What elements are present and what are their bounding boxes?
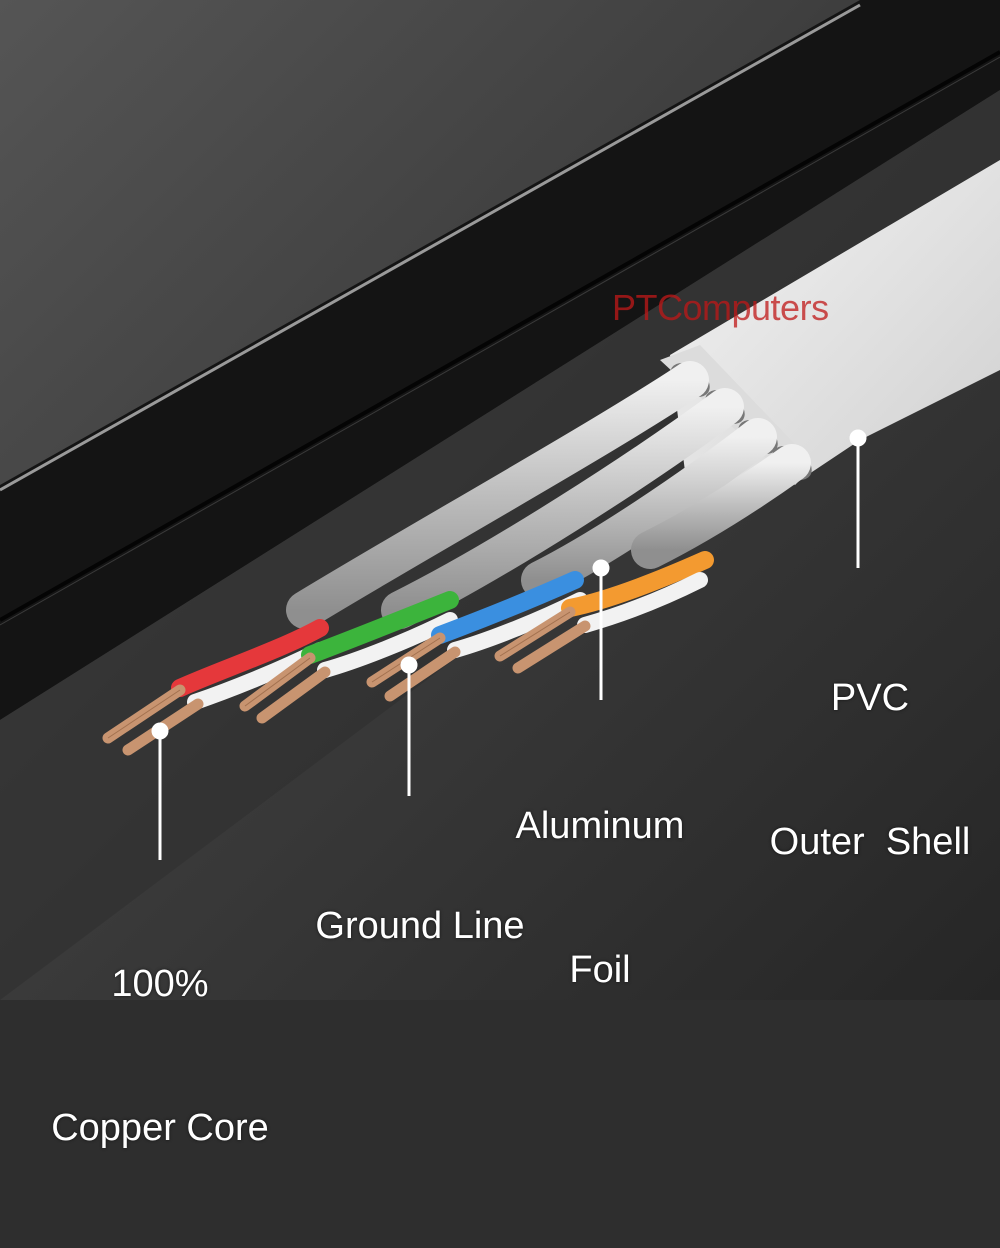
- copper-leader-dot: [151, 722, 169, 740]
- callout-foil-line2: Foil: [569, 949, 631, 991]
- callout-leaders: [151, 429, 867, 860]
- ground-leader-dot: [400, 656, 418, 674]
- foil-leader-dot: [592, 559, 610, 577]
- red-wire: [171, 619, 329, 697]
- callout-foil-line1: Aluminum: [515, 805, 685, 847]
- green-wire: [301, 591, 459, 664]
- cable-illustration: [0, 0, 1000, 1000]
- callout-aluminum-foil: Aluminum Foil: [490, 706, 710, 1090]
- callout-copper-core: 100% Copper Core: [30, 864, 290, 1248]
- cable-infographic: PTComputers PVC Outer Shell Aluminum Foi…: [0, 0, 1000, 1149]
- callout-pvc-line2: Outer Shell: [769, 821, 971, 863]
- pvc-leader-dot: [849, 429, 867, 447]
- orange-wire: [561, 551, 714, 617]
- callout-ground-line1: Ground Line: [315, 905, 525, 947]
- callout-ground-line: Ground Line: [290, 806, 550, 1046]
- watermark: PTComputers: [612, 287, 829, 328]
- callout-pvc-outer-shell: PVC Outer Shell: [740, 578, 1000, 962]
- blue-wire: [431, 571, 584, 644]
- foil-shielded-pairs: [286, 361, 811, 629]
- callout-copper-line2: Copper Core: [51, 1107, 269, 1149]
- dark-cable-band: [0, 0, 1000, 720]
- callout-pvc-line1: PVC: [830, 677, 910, 719]
- callout-copper-line1: 100%: [111, 963, 209, 1005]
